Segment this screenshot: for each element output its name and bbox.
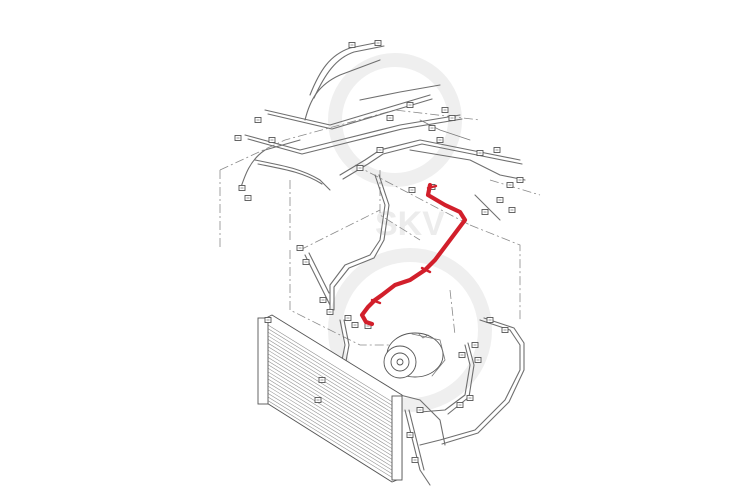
condenser-fin (267, 324, 395, 404)
condenser-fin (267, 400, 395, 479)
condenser-fin (267, 335, 395, 415)
condenser-fin (267, 385, 395, 465)
left-suction-line (304, 174, 390, 311)
condenser-fin (267, 375, 395, 454)
condenser-fin (267, 342, 395, 422)
assembly-guide-lines (219, 109, 541, 346)
fittings-group (234, 40, 524, 463)
condenser-fin (267, 349, 395, 429)
condenser-fin (267, 360, 395, 440)
condenser-fin (267, 371, 395, 451)
right-pressure-lines (419, 194, 525, 446)
condenser-fin (267, 364, 395, 443)
condenser-fin (267, 389, 395, 469)
condenser-fin (267, 353, 395, 433)
ac-compressor-icon (383, 332, 446, 379)
highlighted-hose (359, 182, 468, 327)
condenser-fin (267, 393, 395, 472)
condenser-fin (267, 331, 395, 411)
condenser-fin (267, 339, 395, 418)
condenser-fin (267, 367, 395, 447)
watermark-text: SKV (375, 205, 445, 243)
condenser-fin (267, 328, 395, 407)
condenser-fin (267, 346, 395, 425)
ac-condenser-icon (257, 314, 403, 483)
condenser-fin (267, 396, 395, 476)
condenser-fin (267, 382, 395, 461)
condenser-fin (267, 378, 395, 458)
condenser-fin (267, 357, 395, 436)
